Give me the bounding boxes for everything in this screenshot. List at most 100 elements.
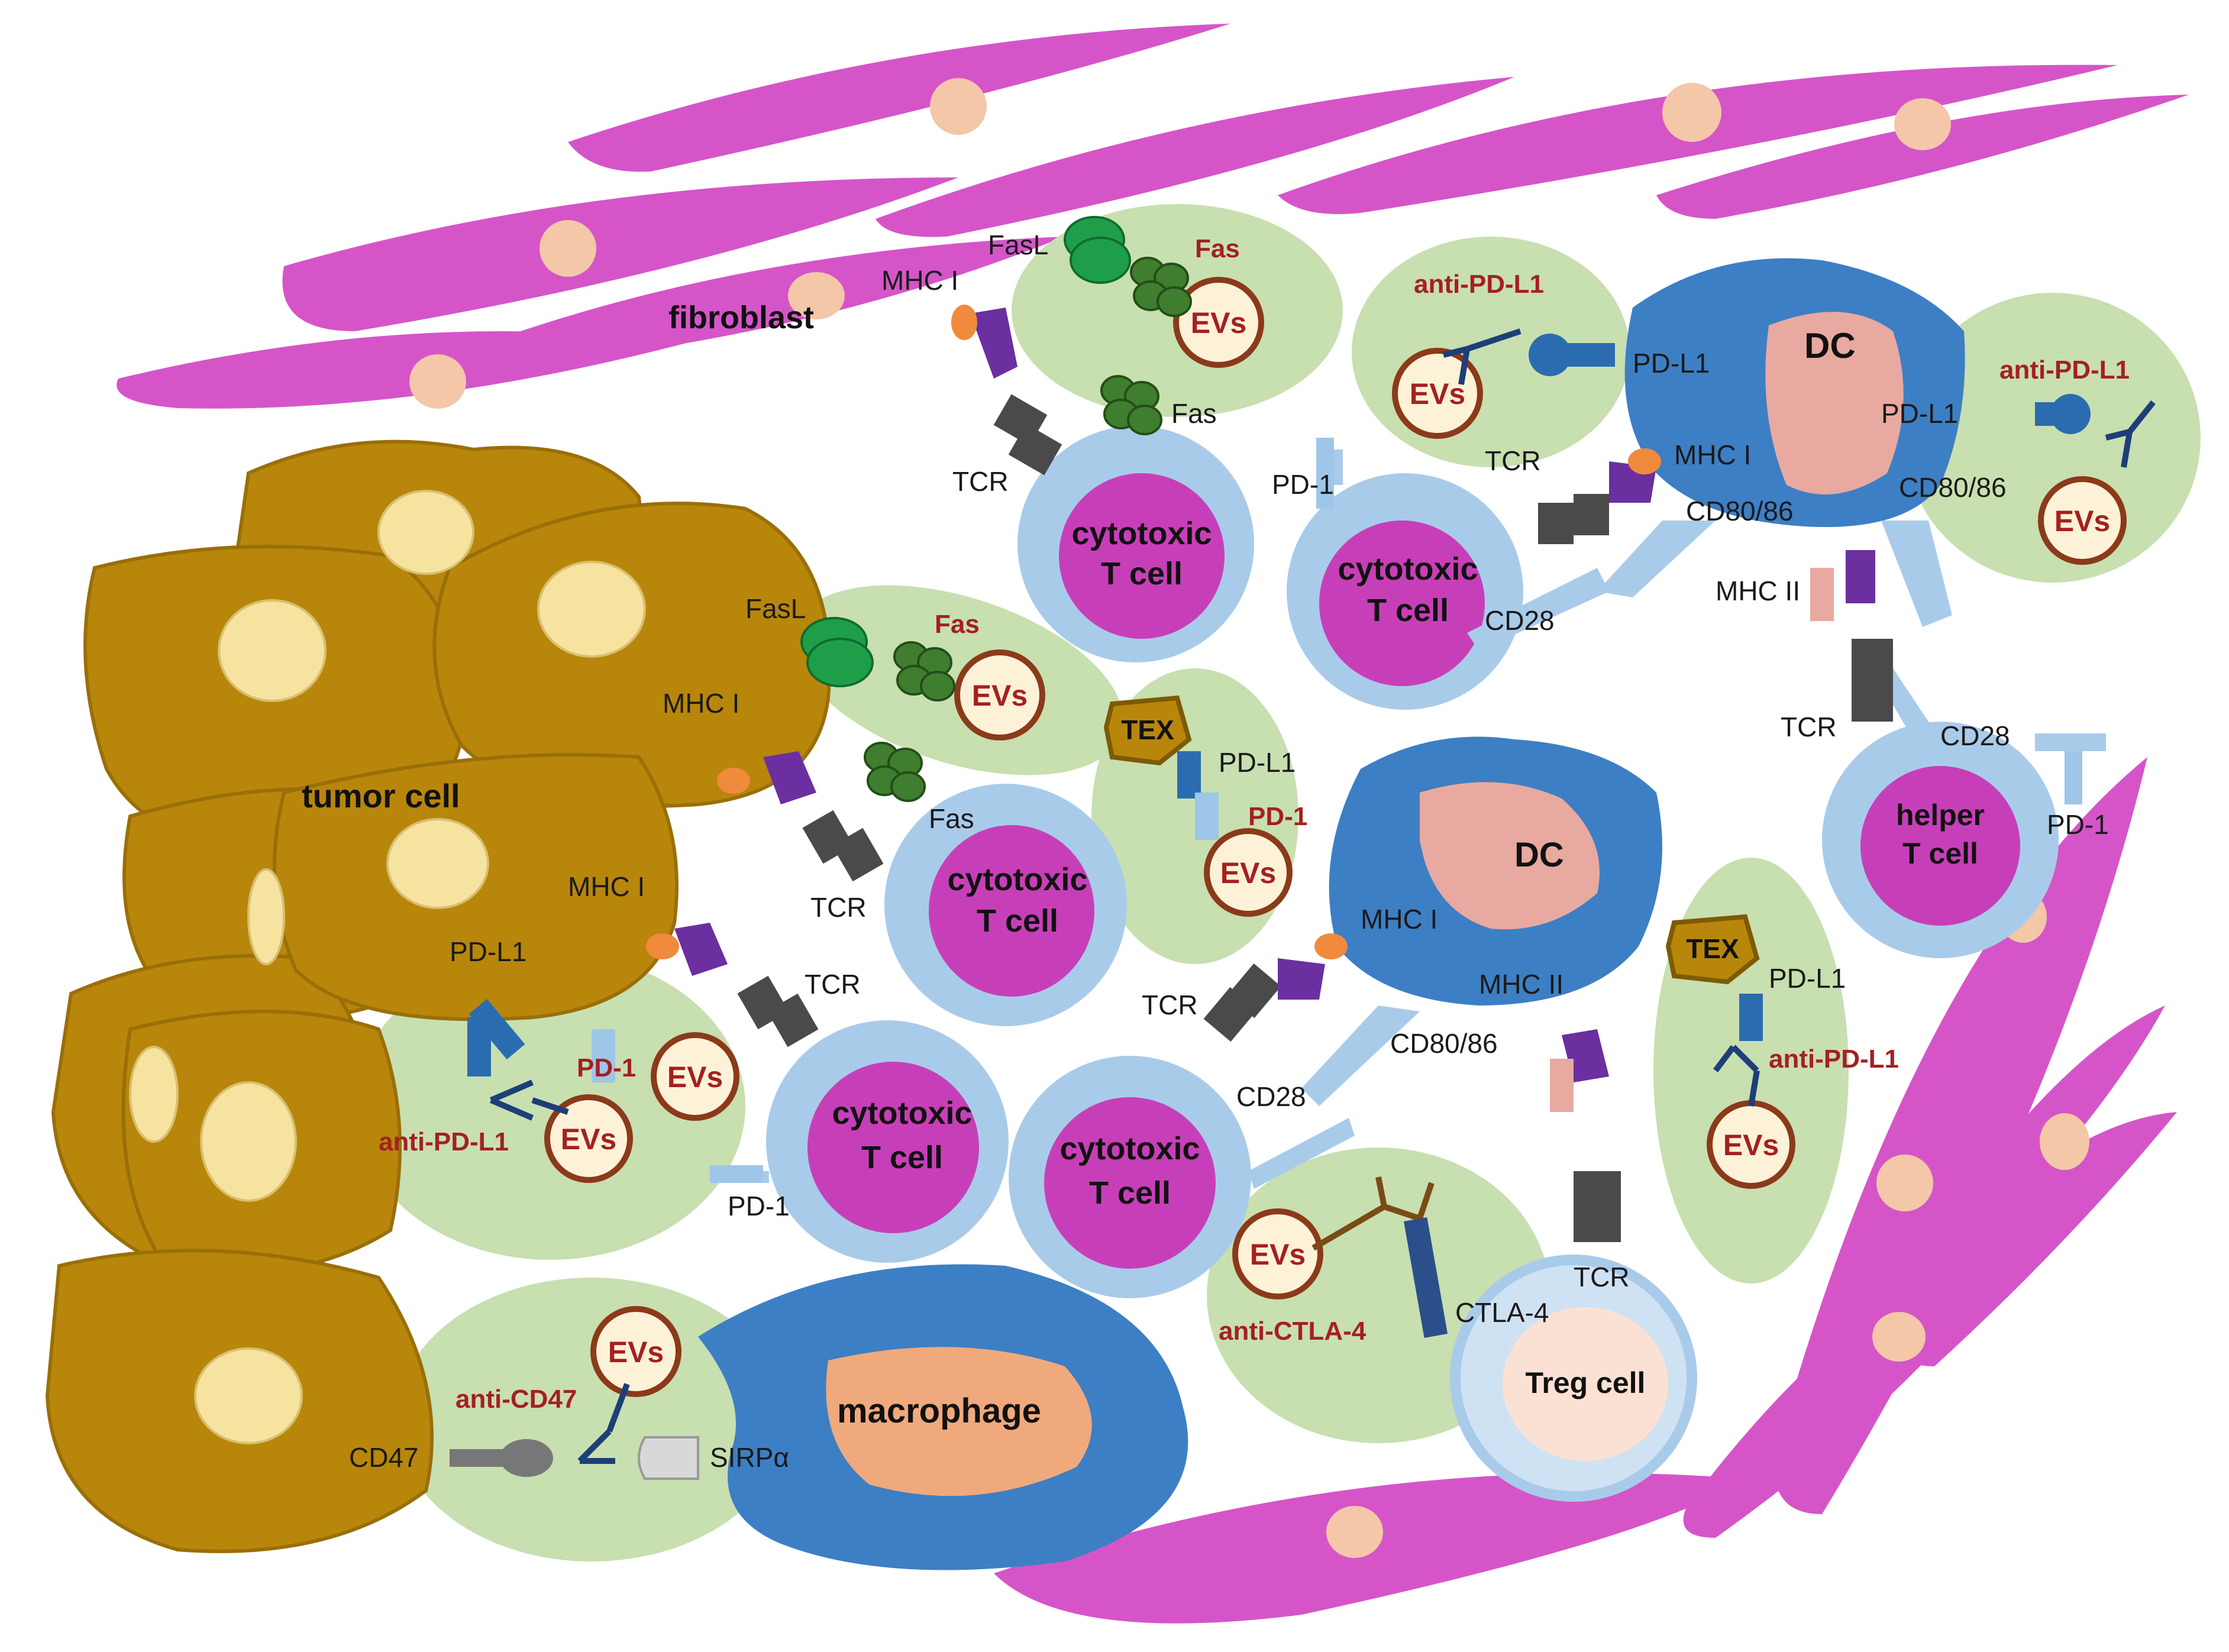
label-tcr-3: TCR [1781, 712, 1837, 742]
label-anti-pdl1-1: anti-PD-L1 [1414, 270, 1544, 299]
ev-label-10: EVs [608, 1336, 664, 1369]
ev-label-5: EVs [1220, 856, 1277, 890]
tex-label-2: TEX [1686, 933, 1739, 964]
ct3-line1: cytotoxic [947, 862, 1087, 897]
treg-label: Treg cell [1526, 1366, 1646, 1399]
ct4-line2: T cell [861, 1140, 943, 1175]
ct4-line1: cytotoxic [832, 1095, 972, 1131]
label-tcr-1: TCR [952, 466, 1009, 497]
molecule-labels: FasL Fas MHC I Fas TCR anti-PD-L1 PD-L1 … [349, 229, 2130, 1473]
ctla4-receptor [1403, 1217, 1448, 1338]
label-anti-pdl1-4: anti-PD-L1 [1769, 1045, 1899, 1074]
tex-vesicles [1103, 695, 1760, 985]
cytotoxic-t-cell-3: cytotoxic T cell [884, 784, 1127, 1026]
label-tcr-2: TCR [1485, 445, 1541, 476]
ev-label-2: EVs [1410, 377, 1466, 410]
label-mhc1-2: MHC I [1674, 439, 1751, 470]
mhc-complexes [674, 308, 1875, 1082]
label-tcr-4: TCR [810, 892, 867, 923]
ct2-line2: T cell [1367, 593, 1449, 628]
dc-top-label: DC [1804, 326, 1856, 366]
antibodies [490, 328, 2156, 1464]
tumor-cell-label: tumor cell [302, 777, 460, 814]
label-fas-red-1: Fas [1195, 234, 1240, 263]
ev-label-9: EVs [1250, 1238, 1306, 1271]
label-mhc2-2: MHC II [1479, 969, 1563, 1000]
label-pd1-red-2: PD-1 [577, 1053, 636, 1082]
label-cd47: CD47 [349, 1442, 419, 1473]
label-pd1-3: PD-1 [728, 1191, 790, 1221]
label-tcr-7: TCR [1574, 1262, 1630, 1292]
helper-t-cell: helper T cell [1822, 722, 2059, 958]
label-fas-1: Fas [1171, 398, 1217, 429]
tcr-complexes [737, 394, 1893, 1242]
ct5-line2: T cell [1089, 1175, 1171, 1211]
label-anti-ctla4: anti-CTLA-4 [1219, 1317, 1367, 1346]
pd1-receptors [592, 438, 2082, 1183]
label-cd28-3: CD28 [1236, 1081, 1306, 1112]
ev-label-7: EVs [667, 1061, 723, 1094]
tumor-nuclei [129, 490, 646, 1444]
anti-ctla4-antibody [1311, 1176, 1435, 1251]
ev-label-6: EVs [1723, 1129, 1779, 1162]
mhc-ii-pink [1550, 568, 1834, 1112]
label-cd8086-1: CD80/86 [1686, 496, 1794, 526]
label-pd1-1: PD-1 [1272, 469, 1334, 500]
dc-dendrites [1301, 521, 1952, 1106]
ev-vesicles [544, 277, 2127, 1397]
ev-labels: EVs EVs EVs EVs EVs EVs EVs EVs EVs EVs [561, 306, 2111, 1369]
helper-line2: T cell [1902, 837, 1978, 870]
label-mhc2-1: MHC II [1716, 576, 1800, 606]
ct1-line1: cytotoxic [1071, 516, 1212, 551]
fibroblast-nuclei-lower [1326, 891, 2089, 1558]
helper-line1: helper [1896, 798, 1985, 832]
label-fasl-1: FasL [988, 229, 1048, 260]
cytotoxic-t-cell-5: cytotoxic T cell [1009, 1056, 1251, 1298]
cytotoxic-t-cell-1: cytotoxic T cell [1017, 426, 1254, 662]
label-mhc1-3: MHC I [663, 688, 739, 719]
ev-label-4: EVs [972, 679, 1028, 712]
label-mhc1-4: MHC I [568, 871, 645, 902]
sirpa-receptor [638, 1436, 699, 1480]
label-cd8086-2: CD80/86 [1899, 472, 2007, 503]
label-mhc1-1: MHC I [881, 265, 958, 296]
label-pdl1-tex-1: PD-L1 [1219, 747, 1296, 778]
treg-cell: Treg cell [1450, 1255, 1697, 1502]
label-pdl1-tumor: PD-L1 [450, 936, 526, 967]
tex-label-1: TEX [1121, 715, 1174, 745]
fibroblast-nuclei [409, 78, 1951, 409]
label-cd28-2: CD28 [1940, 720, 2010, 751]
ev-label-1: EVs [1191, 306, 1247, 340]
label-pdl1-dc-left: PD-L1 [1633, 348, 1710, 379]
label-mhc1-5: MHC I [1361, 904, 1437, 935]
cytotoxic-t-cell-2: cytotoxic T cell [1287, 473, 1523, 710]
dendritic-cell-middle: DC [1329, 736, 1662, 1006]
label-fas-red-2: Fas [935, 610, 980, 639]
label-sirpa: SIRPα [710, 1442, 789, 1473]
ev-label-8: EVs [561, 1123, 617, 1156]
label-anti-cd47: anti-CD47 [456, 1385, 577, 1414]
fas-clusters [864, 257, 1192, 802]
label-ctla4: CTLA-4 [1455, 1297, 1549, 1328]
label-pd1-2: PD-1 [2047, 809, 2109, 840]
fasl-clusters [800, 216, 1131, 687]
ct2-line1: cytotoxic [1338, 551, 1478, 587]
ct3-line2: T cell [977, 903, 1058, 939]
label-anti-pdl1-2: anti-PD-L1 [1999, 355, 2130, 384]
dc-middle-label: DC [1514, 836, 1564, 874]
peptide-orange [646, 305, 1661, 959]
label-fas-2: Fas [929, 803, 974, 834]
cytotoxic-t-cell-4: cytotoxic T cell [766, 1020, 1009, 1263]
ct5-line1: cytotoxic [1059, 1131, 1200, 1166]
fibroblast-label: fibroblast [668, 300, 814, 335]
label-pdl1-tex-2: PD-L1 [1769, 963, 1846, 994]
label-cd28-1: CD28 [1485, 605, 1555, 636]
macrophage-label: macrophage [837, 1392, 1041, 1430]
label-fasl-2: FasL [745, 593, 806, 624]
ct1-line2: T cell [1101, 556, 1183, 591]
label-tcr-6: TCR [1142, 990, 1198, 1020]
label-tcr-5: TCR [805, 969, 861, 1000]
label-pdl1-dc-right: PD-L1 [1881, 398, 1958, 429]
